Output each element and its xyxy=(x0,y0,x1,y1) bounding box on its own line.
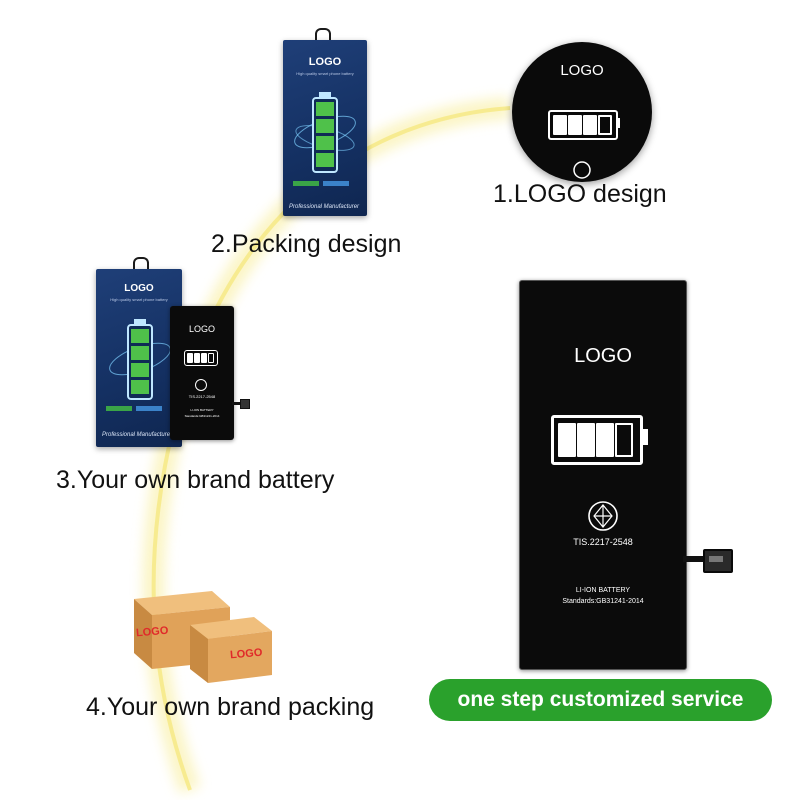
step-1-label: 1.LOGO design xyxy=(493,180,667,208)
step-3-label: 3.Your own brand battery xyxy=(56,466,335,494)
large-battery-connector-cable xyxy=(683,556,707,562)
service-badge: one step customized service xyxy=(429,679,772,721)
step-4-label: 4.Your own brand packing xyxy=(86,693,375,721)
box-tagline: High quality smart phone battery xyxy=(296,71,354,76)
brand-box-battery-graphic xyxy=(109,319,171,400)
small-battery-standards: Standards:GB31241-2014 xyxy=(184,414,220,418)
small-battery-icon xyxy=(184,350,218,366)
small-battery-connector xyxy=(232,402,244,405)
box-logo-text: LOGO xyxy=(308,56,342,68)
logo-design-badge: LOGO xyxy=(512,42,652,182)
packing-box-image: LOGO High quality smart phone battery Pr… xyxy=(283,40,367,216)
box-manufacturer: Professional Manufacturer xyxy=(289,204,360,210)
badge-battery-icon xyxy=(548,110,618,140)
large-battery-cert: TIS.2217-2548 xyxy=(573,537,633,547)
box-tag-left xyxy=(293,181,319,186)
small-battery-type: LI-ION BATTERY xyxy=(190,408,214,412)
large-battery-type: LI-ION BATTERY xyxy=(575,587,631,594)
brand-box-manufacturer: Professional Manufacturer xyxy=(102,432,173,438)
large-battery-logo: LOGO xyxy=(574,345,632,367)
box-tag-right xyxy=(323,181,349,186)
small-battery-logo: LOGO xyxy=(188,324,215,334)
step-2-label: 2.Packing design xyxy=(211,230,402,258)
carton-boxes-image xyxy=(134,591,272,683)
large-battery-image: LOGO TIS.2217-2548 LI-ION BATTERY Standa… xyxy=(519,280,687,670)
brand-battery-small: LOGO TIS.2217-2548 LI-ION BATTERY Standa… xyxy=(170,306,234,440)
badge-logo-text: LOGO xyxy=(560,62,604,79)
large-battery-cert-icon xyxy=(588,501,618,531)
small-battery-cert-icon xyxy=(195,379,207,391)
brand-box-tagline: High quality smart phone battery xyxy=(110,297,168,302)
brand-box-image: LOGO High quality smart phone battery Pr… xyxy=(96,269,182,447)
badge-cert-icon xyxy=(573,161,591,179)
large-battery-standards: Standards:GB31241-2014 xyxy=(562,598,644,605)
large-battery-icon xyxy=(551,415,643,465)
small-battery-cert: TIS.2217-2548 xyxy=(188,394,216,399)
brand-box-logo-text: LOGO xyxy=(124,283,154,294)
box-hanger-icon xyxy=(315,28,331,40)
brand-box-hanger-icon xyxy=(133,257,149,269)
battery-swirl-graphic xyxy=(294,92,356,173)
